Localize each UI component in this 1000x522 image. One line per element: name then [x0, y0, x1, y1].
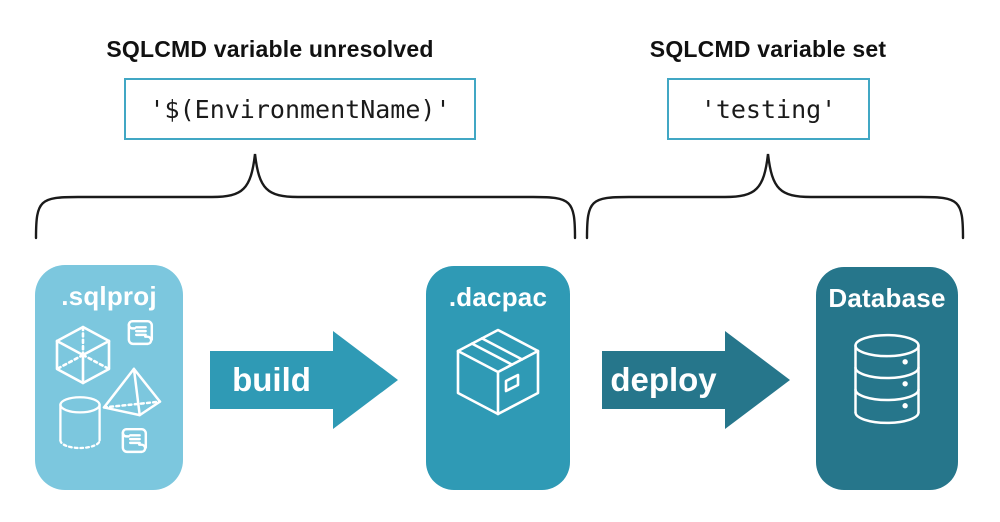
code-box-testing-value: 'testing' — [667, 78, 870, 140]
cylinder-icon — [59, 396, 101, 450]
right-brace — [585, 153, 965, 240]
code-box-environment-variable: '$(EnvironmentName)' — [124, 78, 476, 140]
build-arrow — [210, 331, 398, 429]
deploy-arrow — [602, 331, 790, 429]
heading-set: SQLCMD variable set — [649, 36, 887, 62]
scroll-icon — [121, 427, 148, 454]
heading-unresolved: SQLCMD variable unresolved — [106, 36, 434, 62]
node-sqlproj-label: .sqlproj — [61, 281, 157, 311]
database-icon — [854, 333, 920, 425]
scroll-icon — [127, 319, 154, 346]
curly-braces — [34, 153, 965, 240]
code-value-unresolved: '$(EnvironmentName)' — [149, 94, 451, 124]
left-brace — [34, 153, 577, 240]
node-dacpac-label: .dacpac — [448, 282, 548, 312]
pyramid-icon — [102, 367, 162, 417]
node-dacpac: .dacpac — [426, 266, 570, 490]
node-database-label: Database — [828, 283, 946, 313]
node-sqlproj: .sqlproj — [35, 265, 183, 490]
cube-icon — [55, 325, 111, 385]
node-database: Database — [816, 267, 958, 490]
code-value-set: 'testing' — [700, 94, 837, 124]
build-arrow-label: build — [232, 361, 311, 398]
package-icon — [456, 328, 540, 416]
deploy-arrow-label: deploy — [610, 361, 717, 398]
